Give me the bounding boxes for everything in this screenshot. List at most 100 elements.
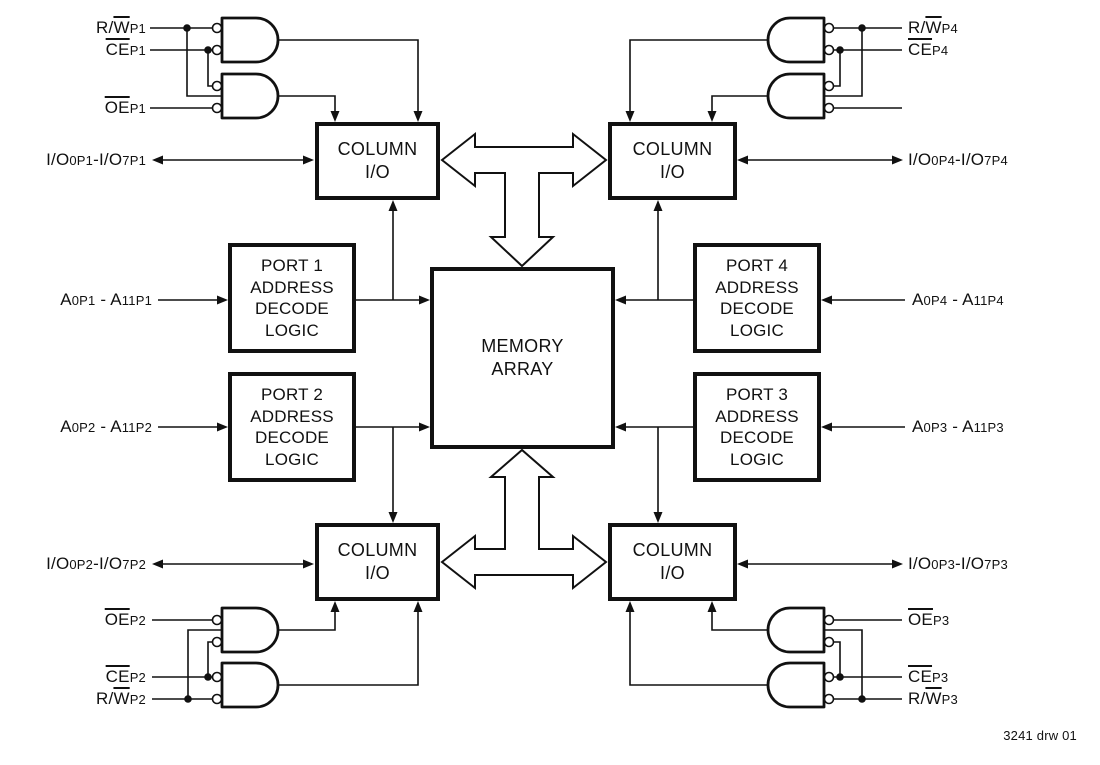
arrowhead: [821, 295, 832, 305]
junction-dot: [858, 24, 866, 32]
arrowhead: [615, 295, 626, 305]
signal-label-ce-p1: CEP1: [105, 40, 146, 59]
column-io-box-port4: COLUMN I/O: [608, 122, 737, 200]
inverter-bubble: [211, 44, 223, 56]
box-label-line: I/O: [365, 162, 390, 182]
signal-label-ce-p4: CEP4: [908, 40, 949, 59]
signal-label-oe-p2: OEP2: [104, 610, 146, 629]
wire: [150, 27, 419, 111]
box-label-line: LOGIC: [730, 449, 784, 469]
box-label-line: LOGIC: [265, 320, 319, 340]
junction-dot: [204, 673, 212, 681]
box-label-line: PORT 1: [261, 256, 323, 275]
io-bus-wires: [152, 155, 903, 569]
junction-dot: [836, 46, 844, 54]
port3-control-gates: [625, 601, 902, 709]
inverter-bubble: [823, 636, 835, 648]
wire: [158, 211, 905, 512]
wire: [152, 612, 419, 700]
io-bus-label-p2: I/O0P2-I/O7P2: [46, 554, 146, 573]
signal-label-rw-p3: R/WP3: [908, 689, 958, 708]
signal-label-rw-p1: R/WP1: [96, 18, 146, 37]
box-label-line: I/O: [660, 162, 685, 182]
box-label-line: I/O: [660, 563, 685, 583]
box-label-line: PORT 3: [726, 385, 788, 404]
signal-label-oe-p3: OEP3: [908, 610, 950, 629]
signal-label-ce-p3: CEP3: [908, 667, 949, 686]
arrowhead: [615, 422, 626, 432]
arrowhead: [217, 422, 228, 432]
box-label-line: LOGIC: [265, 449, 319, 469]
box-label-line: LOGIC: [730, 320, 784, 340]
drawing-number: 3241 drw 01: [1003, 728, 1077, 743]
junction-dot: [858, 695, 866, 703]
box-label-line: COLUMN: [337, 540, 418, 560]
signal-label-rw-p4: R/WP4: [908, 18, 958, 37]
arrowhead: [892, 559, 903, 569]
arrowhead: [303, 155, 314, 165]
inverter-bubble: [823, 671, 835, 683]
arrowhead: [419, 295, 430, 305]
address-bus-label-p2: A0P2 - A11P2: [60, 417, 152, 436]
junction-dot: [836, 673, 844, 681]
box-label-line: I/O: [365, 563, 390, 583]
arrowhead: [737, 155, 748, 165]
arrowhead: [413, 601, 423, 612]
box-label-line: COLUMN: [337, 139, 418, 159]
and-gate-output-enable-p2: [220, 606, 280, 654]
arrowhead: [892, 155, 903, 165]
arrowhead: [419, 422, 430, 432]
box-label-line: PORT 2: [261, 385, 323, 404]
arrowhead: [388, 512, 398, 523]
signal-label-ce-p2: CEP2: [105, 667, 146, 686]
wire: [163, 159, 892, 565]
box-label-line: ADDRESS: [715, 406, 799, 426]
inverter-bubble: [823, 44, 835, 56]
box-label-line: ADDRESS: [250, 277, 334, 297]
box-label-line: ARRAY: [491, 359, 554, 379]
arrowhead: [707, 111, 717, 122]
inverter-bubble: [211, 102, 223, 114]
inverter-bubble: [211, 671, 223, 683]
inverter-bubble: [823, 614, 835, 626]
arrowhead: [388, 200, 398, 211]
arrowhead: [152, 559, 163, 569]
junction-dot: [204, 46, 212, 54]
inverter-bubble: [823, 102, 835, 114]
arrowhead: [653, 200, 663, 211]
address-bus-label-p4: A0P4 - A11P4: [912, 290, 1004, 309]
column-io-box-port1: COLUMN I/O: [315, 122, 440, 200]
wire: [629, 612, 902, 700]
port4-address-decode-box: PORT 4 ADDRESS DECODE LOGIC: [693, 243, 821, 353]
port4-control-gates: [625, 16, 902, 122]
bus-arrow-top: [440, 131, 608, 268]
port2-address-decode-box: PORT 2 ADDRESS DECODE LOGIC: [228, 372, 356, 482]
box-label-line: DECODE: [720, 299, 794, 318]
box-label-line: ADDRESS: [715, 277, 799, 297]
address-bus-label-p1: A0P1 - A11P1: [60, 290, 152, 309]
io-bus-label-p3: I/O0P3-I/O7P3: [908, 554, 1008, 573]
address-bus-label-p3: A0P3 - A11P3: [912, 417, 1004, 436]
io-bus-label-p4: I/O0P4-I/O7P4: [908, 150, 1008, 169]
and-gate-write-enable-p4: [766, 16, 826, 64]
memory-array-box: MEMORY ARRAY: [430, 267, 615, 449]
inverter-bubble: [211, 614, 223, 626]
arrowhead: [217, 295, 228, 305]
arrowhead: [330, 111, 340, 122]
arrowhead: [152, 155, 163, 165]
arrowhead: [821, 422, 832, 432]
inverter-bubble: [211, 80, 223, 92]
and-gate-output-enable-p4: [766, 72, 826, 120]
port3-address-decode-box: PORT 3 ADDRESS DECODE LOGIC: [693, 372, 821, 482]
box-label-line: COLUMN: [632, 139, 713, 159]
inverter-bubble: [211, 22, 223, 34]
signal-label-oe-p1: OEP1: [104, 98, 146, 117]
box-label-line: PORT 4: [726, 256, 788, 275]
column-io-box-port2: COLUMN I/O: [315, 523, 440, 601]
address-bus-wires: [158, 200, 905, 523]
arrowhead: [625, 111, 635, 122]
junction-dot: [184, 695, 192, 703]
bus-arrow-bottom: [440, 448, 608, 591]
box-label-line: DECODE: [255, 299, 329, 318]
